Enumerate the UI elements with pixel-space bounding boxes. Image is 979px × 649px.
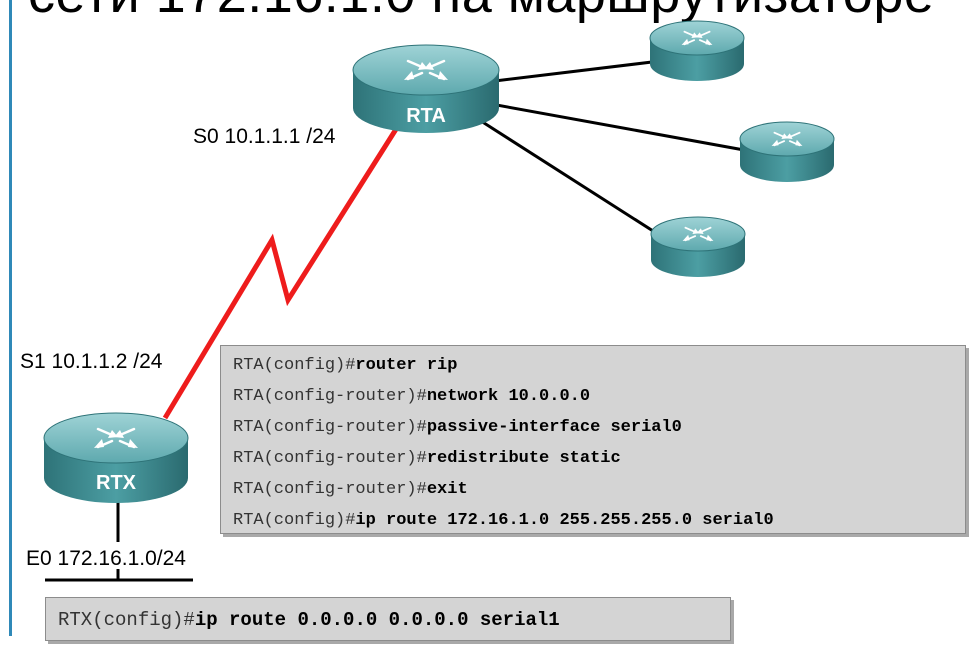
config-command: passive-interface serial0 xyxy=(426,418,682,437)
router-3 xyxy=(739,121,835,182)
router-rtx-label: RTX xyxy=(96,472,137,494)
config-prompt: RTA(config-router)# xyxy=(233,449,427,468)
link-rta-router4 xyxy=(469,112,665,240)
config-command: ip route 0.0.0.0 0.0.0.0 serial1 xyxy=(194,609,560,631)
router-rta-label: RTA xyxy=(406,105,446,127)
router-rtx: RTX xyxy=(43,412,189,503)
rta-config-box: RTA(config)#router rip RTA(config-router… xyxy=(220,345,966,534)
config-prompt: RTA(config)# xyxy=(233,511,356,530)
config-line: RTX(config)#ip route 0.0.0.0 0.0.0.0 ser… xyxy=(58,598,730,642)
config-line: RTA(config-router)#network 10.0.0.0 xyxy=(233,381,965,412)
router-rta: RTA xyxy=(352,44,500,133)
link-rta-router2 xyxy=(469,60,653,86)
config-line: RTA(config-router)#exit xyxy=(233,474,965,505)
link-rta-router3 xyxy=(479,100,745,152)
label-s0: S0 10.1.1.1 /24 xyxy=(193,125,336,148)
router-2 xyxy=(649,20,745,81)
rtx-config-box: RTX(config)#ip route 0.0.0.0 0.0.0.0 ser… xyxy=(45,597,731,641)
config-prompt: RTA(config)# xyxy=(233,356,356,375)
router-4 xyxy=(650,216,746,277)
config-line: RTA(config)#ip route 172.16.1.0 255.255.… xyxy=(233,505,965,536)
label-s1: S1 10.1.1.2 /24 xyxy=(20,350,163,373)
label-e0: E0 172.16.1.0/24 xyxy=(26,547,186,570)
config-command: exit xyxy=(426,480,468,499)
left-border xyxy=(9,0,12,636)
config-line: RTA(config)#router rip xyxy=(233,350,965,381)
config-line: RTA(config-router)#redistribute static xyxy=(233,443,965,474)
config-command: network 10.0.0.0 xyxy=(426,387,591,406)
config-command: redistribute static xyxy=(426,449,621,468)
config-prompt: RTX(config)# xyxy=(58,609,195,631)
config-command: ip route 172.16.1.0 255.255.255.0 serial… xyxy=(355,511,774,530)
config-prompt: RTA(config-router)# xyxy=(233,387,427,406)
config-command: router rip xyxy=(355,356,458,375)
config-line: RTA(config-router)#passive-interface ser… xyxy=(233,412,965,443)
config-prompt: RTA(config-router)# xyxy=(233,480,427,499)
slide-heading: сети 172.16.1.0 на маршрутизаторе xyxy=(28,0,934,21)
serial-link xyxy=(162,124,401,420)
config-prompt: RTA(config-router)# xyxy=(233,418,427,437)
